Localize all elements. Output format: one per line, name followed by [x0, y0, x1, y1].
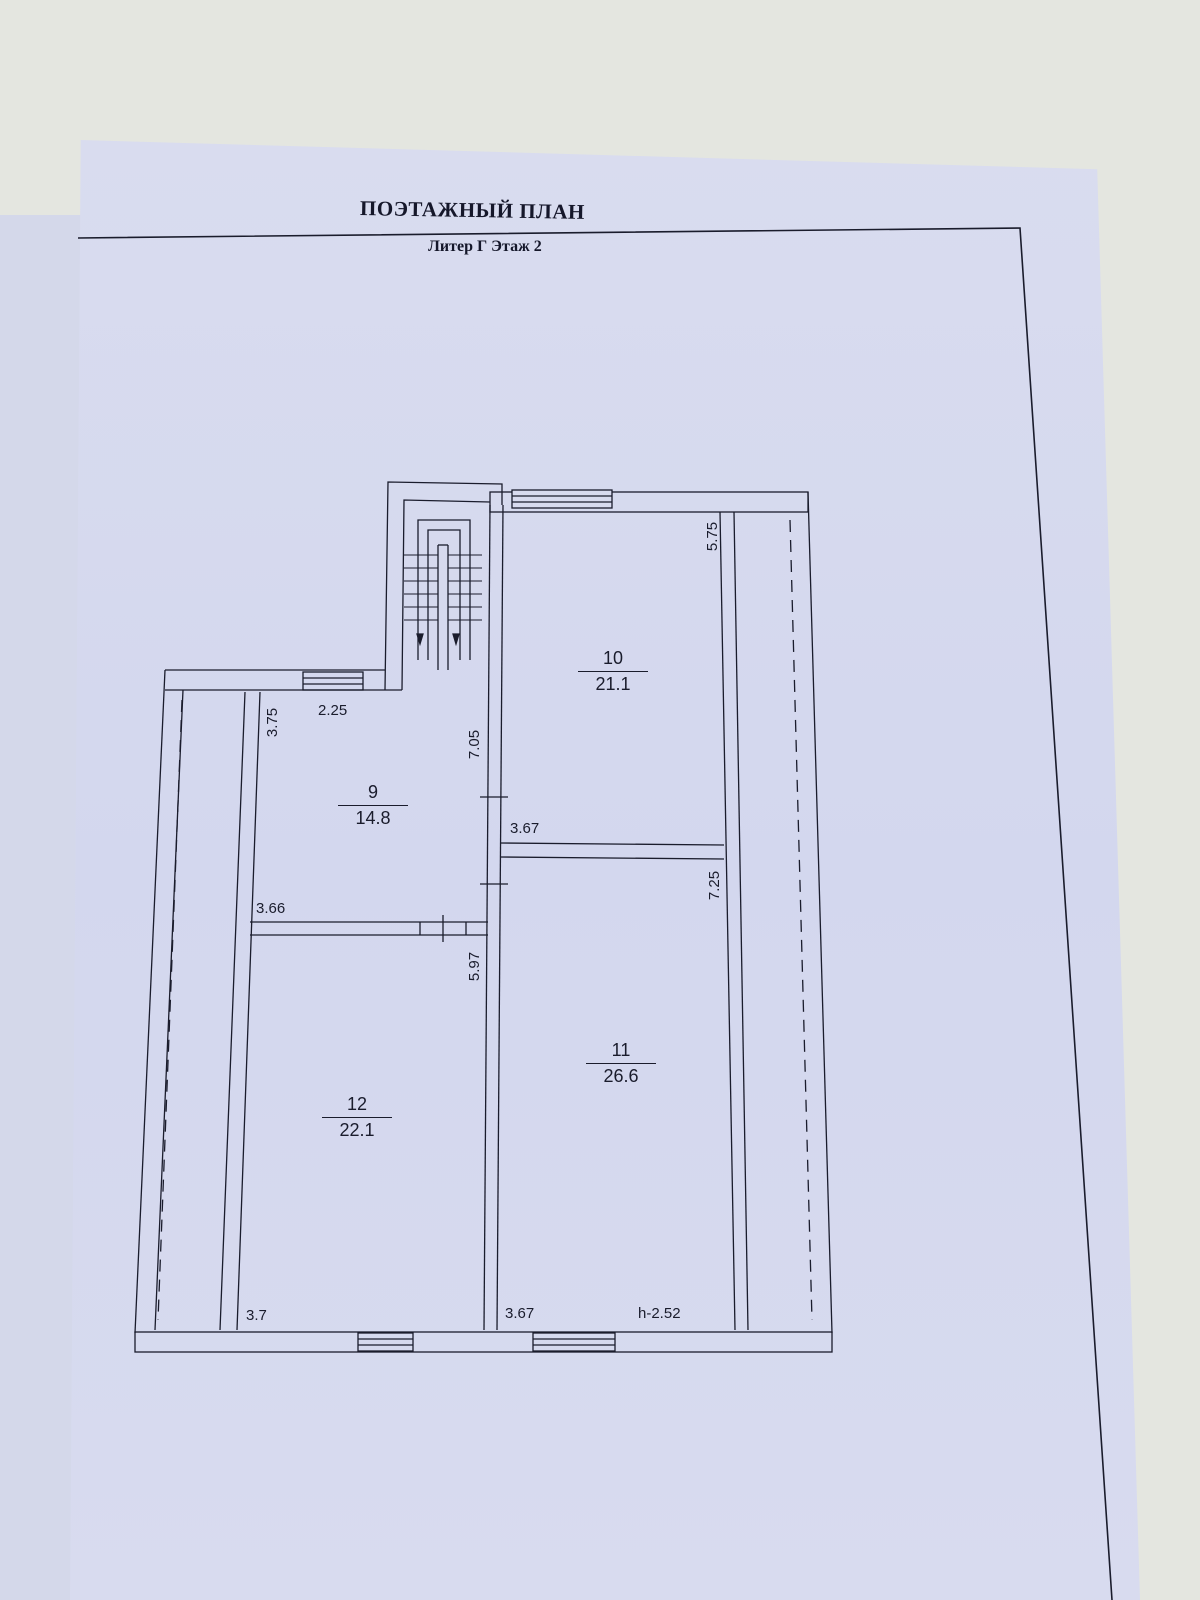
dimension-label: 3.67	[505, 1305, 535, 1322]
room-number: 9	[338, 782, 408, 806]
dimension-label: 2.25	[318, 702, 348, 719]
bottom-wall	[134, 1331, 833, 1353]
dimension-label: 3.67	[510, 820, 540, 837]
room-12: 12 22.1	[322, 1094, 392, 1141]
dimension-label: 5.75	[704, 521, 722, 552]
room-number: 12	[322, 1094, 392, 1118]
paper-sheet	[70, 140, 1140, 1600]
interior-wall	[219, 691, 246, 1331]
room-number: 11	[586, 1040, 656, 1064]
room-area: 22.1	[339, 1120, 375, 1140]
dimension-label: 7.25	[706, 870, 724, 901]
window-bottom-left	[357, 1332, 414, 1352]
dimension-label: 3.66	[256, 900, 286, 917]
room-10: 10 21.1	[578, 648, 648, 695]
room-number: 10	[578, 648, 648, 672]
window-top	[511, 489, 613, 509]
page-subtitle: Литер Г Этаж 2	[428, 238, 542, 255]
page-frame	[77, 227, 1113, 1600]
room-area: 21.1	[595, 674, 631, 694]
room-11: 11 26.6	[586, 1040, 656, 1087]
room-area: 14.8	[355, 808, 391, 828]
staircase	[404, 519, 482, 670]
window-bottom-right	[532, 1332, 616, 1352]
page-title: ПОЭТАЖНЫЙ ПЛАН	[359, 196, 586, 224]
ceiling-height-label: h-2.52	[638, 1305, 681, 1322]
dimension-label: 5.97	[466, 951, 484, 982]
dimension-label: 3.7	[246, 1307, 267, 1324]
dimension-label: 3.75	[264, 707, 282, 738]
room-9: 9 14.8	[338, 782, 408, 829]
outer-wall	[384, 481, 503, 691]
room-area: 26.6	[603, 1066, 639, 1086]
window-left	[302, 671, 364, 691]
dimension-label: 7.05	[466, 729, 484, 760]
